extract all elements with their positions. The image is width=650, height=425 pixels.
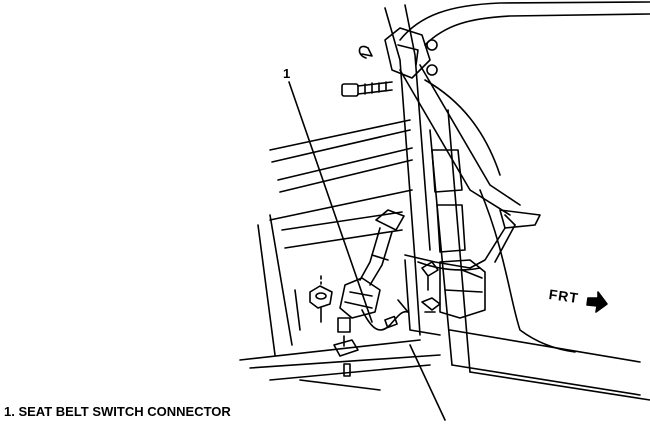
anchor-bolt [341,81,393,97]
callout-leader-line [288,81,373,323]
legend-item: 1. SEAT BELT SWITCH CONNECTOR [4,404,231,419]
upper-anchor [358,27,438,79]
pillar-trim [384,4,481,336]
callout-number: 1 [283,66,291,81]
forward-arrow-icon [586,291,608,313]
buckle-mounting [309,275,359,377]
interior-wall [239,119,446,421]
seat-belt-switch-connector [361,299,409,331]
door-frame [399,1,650,401]
retractor [439,259,486,319]
shoulder-belt [399,64,541,269]
harness-wire [479,189,576,353]
seat-belt-buckle [339,209,405,319]
pillar-base-fasteners [421,261,441,313]
